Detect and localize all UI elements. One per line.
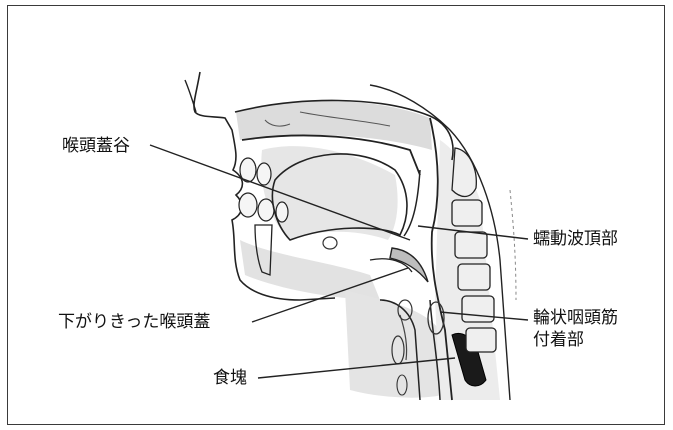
label-cricopharyngeus-line2: 付着部 [533, 330, 584, 350]
label-lowered-epiglottis: 下がりきった喉頭蓋 [58, 312, 210, 332]
label-cricopharyngeus-line1: 輪状咽頭筋 [533, 308, 618, 328]
label-epiglottic-vallecula: 喉頭蓋谷 [62, 136, 130, 156]
label-peristaltic-wave-apex: 蠕動波頂部 [533, 229, 618, 249]
epiglottis [390, 248, 428, 282]
label-bolus: 食塊 [213, 368, 247, 388]
